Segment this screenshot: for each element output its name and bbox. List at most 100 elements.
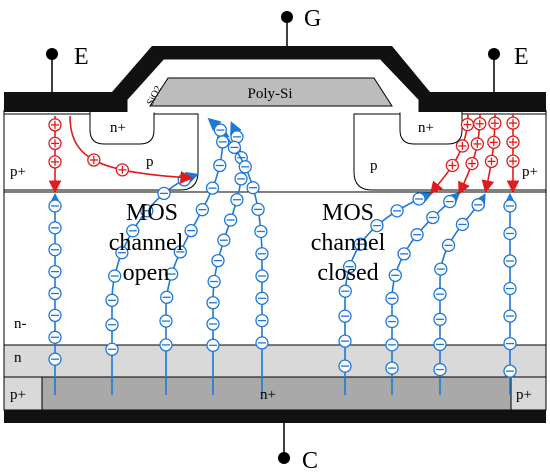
left-state-line2: channel [109,230,184,256]
electron-icon [184,223,198,238]
hole-icon [470,137,484,151]
p-plus-left-label: p+ [10,164,26,180]
electron-icon [370,218,384,233]
p-plus-right-label: p+ [522,164,538,180]
carrier-flow-group [48,113,520,395]
electron-icon [223,213,238,227]
electron-icon [205,181,220,195]
electron-icon [206,317,220,331]
collector-terminal-dot [278,452,290,464]
electron-icon [255,313,269,328]
electron-icon [177,173,191,187]
electron-icon [255,291,269,305]
n-plus-right-region [399,112,463,145]
electron-icon [48,221,62,235]
hole-icon [487,135,501,149]
electron-icon [503,254,517,268]
electron-icon [206,296,220,310]
electron-icon [206,338,220,352]
electron-icon [412,192,426,206]
hole-icon [506,154,520,168]
electron-icon [255,247,269,261]
electron-icon [48,243,62,257]
electron-icon [353,237,368,251]
n-buffer-layer [3,344,547,378]
electron-icon [173,245,187,259]
electron-icon [195,203,210,217]
p-plus-bottom-left-label: p+ [10,387,26,403]
poly-si-gate [149,77,393,107]
electron-icon [433,287,447,301]
poly-si-label: Poly-Si [247,86,292,102]
electron-icon [342,259,357,274]
hole-icon [488,116,502,130]
gate-label: G [304,6,321,32]
electron-icon [503,309,517,323]
electron-icon [503,281,517,296]
electron-icon [140,204,154,218]
collector-metal [4,410,546,423]
electron-icon [48,308,62,323]
electron-icon [255,336,269,350]
electron-icon [397,247,411,261]
n-minus-label: n- [14,316,27,332]
electron-icon [48,264,62,279]
left-state-line3: open [123,260,170,286]
electron-icon [254,224,268,239]
p-plus-collector-left [3,376,43,411]
electron-icon [385,291,399,305]
electron-icon [255,269,269,283]
electron-icon [159,314,173,328]
electron-icon [48,286,62,301]
hole-icon [460,117,475,132]
electron-icon [471,198,485,212]
electron-icon [503,199,517,213]
n-plus-substrate [3,376,547,411]
electron-icon [213,123,228,137]
electron-icon [251,202,265,217]
electron-icon [48,330,62,344]
electron-icon [238,160,252,174]
electron-icon [503,364,517,378]
emitter-left-label: E [74,44,89,70]
emitter-right-label: E [514,44,529,70]
right-state-line1: MOS [322,200,374,226]
electron-icon [115,246,129,260]
n-plus-bottom-label: n+ [260,387,276,403]
emitter-left-terminal-dot [46,48,58,60]
hole-icon [506,116,520,130]
electron-icon [433,312,447,326]
n-plus-right-label: n+ [418,120,434,136]
electron-icon [503,336,517,351]
electron-icon [105,293,119,307]
hole-icon [473,117,487,131]
hole-icon [115,163,130,177]
electron-icon [48,352,62,366]
electron-icon [385,361,399,375]
electron-icon [234,172,248,186]
emitter-right-terminal-dot [488,48,500,60]
electron-icon [503,226,517,241]
p-right-label: p [370,158,378,174]
electron-icon [105,318,119,332]
n-plus-left-label: n+ [110,120,126,136]
gate-terminal-dot [281,11,293,23]
electron-icon [246,181,260,195]
electron-icon [108,269,122,283]
electron-icon [455,217,470,232]
hole-icon [48,155,62,169]
electron-icon [207,274,221,289]
electron-icon [410,228,424,242]
electron-icon [338,284,352,298]
hole-icon [506,135,520,149]
hole-icon [87,153,101,167]
left-state-line1: MOS [126,200,178,226]
right-state-line2: channel [311,230,386,256]
electron-icon [230,193,244,207]
collector-label: C [302,448,318,472]
electron-icon [434,262,448,276]
hole-icon [455,139,470,153]
electron-icon [48,199,62,213]
